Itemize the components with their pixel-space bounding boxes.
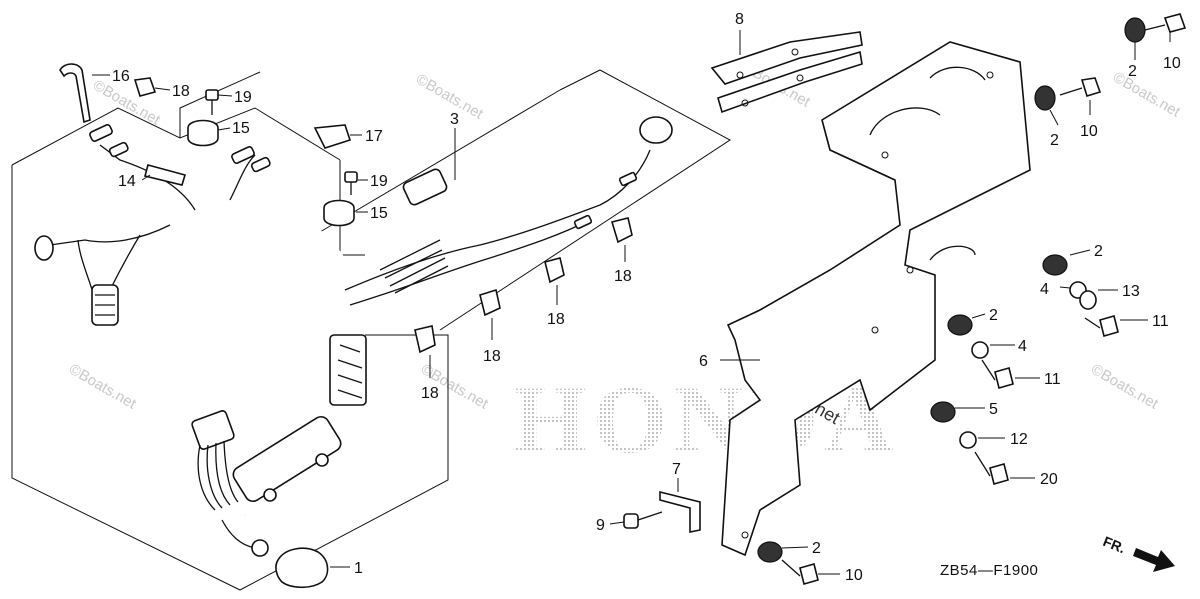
callout-17: 17	[365, 128, 383, 145]
part-6-cover	[721, 41, 1031, 557]
callout-10: 10	[1080, 123, 1098, 140]
part-16-clamp	[59, 63, 91, 124]
callout-18: 18	[421, 385, 439, 402]
callout-19: 19	[234, 89, 252, 106]
callout-2: 2	[1050, 132, 1059, 149]
part-15-grommets	[187, 119, 355, 227]
callout-2: 2	[1094, 243, 1103, 260]
part-1-cap	[275, 547, 329, 589]
watermark-text: ©Boats.net	[1110, 69, 1184, 121]
callout-15: 15	[370, 205, 388, 222]
callout-14: 14	[118, 173, 136, 190]
part-9-bolt	[623, 511, 663, 529]
callout-10: 10	[1163, 55, 1181, 72]
watermark-text: ©Boats.net	[66, 361, 140, 413]
callout-2: 2	[812, 540, 821, 557]
callout-2: 2	[989, 307, 998, 324]
fasteners	[757, 13, 1187, 585]
callout-4: 4	[1040, 281, 1049, 298]
callout-2: 2	[1128, 63, 1137, 80]
callout-18: 18	[547, 311, 565, 328]
callout-11: 11	[1152, 313, 1169, 330]
callout-15: 15	[232, 120, 250, 137]
callout-11: 11	[1044, 371, 1061, 388]
callout-13: 13	[1122, 283, 1140, 300]
diagram-code: ZB54—F1900	[940, 562, 1038, 579]
front-label: FR.	[1101, 533, 1128, 556]
part-8-bracket	[710, 31, 863, 114]
front-indicator: FR.	[1101, 533, 1175, 572]
callout-6: 6	[699, 353, 708, 370]
callout-18: 18	[172, 83, 190, 100]
callout-9: 9	[596, 517, 605, 534]
callout-3: 3	[450, 111, 459, 128]
callout-1: 1	[354, 560, 363, 577]
watermark-text: ©Boats.net	[1088, 361, 1162, 413]
callout-8: 8	[735, 11, 744, 28]
callout-16: 16	[112, 68, 130, 85]
callout-labels: 1 2 2 2 2 2 3 4 4 5 6 7 8 9 10 10 10 11 …	[112, 11, 1181, 584]
callout-20: 20	[1040, 471, 1058, 488]
part-18-clamps	[414, 217, 633, 354]
front-arrow-icon	[1133, 548, 1175, 572]
part-14-bracket	[144, 164, 187, 186]
part-7-bracket	[659, 490, 701, 533]
part-18-clip	[133, 77, 157, 97]
callout-5: 5	[989, 401, 998, 418]
callout-18: 18	[614, 268, 632, 285]
callout-18: 18	[483, 348, 501, 365]
leader-lines	[92, 30, 1171, 575]
callout-7: 7	[672, 461, 681, 478]
part-17-clip	[313, 124, 352, 149]
callout-12: 12	[1010, 431, 1028, 448]
callout-19: 19	[370, 173, 388, 190]
callout-4: 4	[1018, 338, 1027, 355]
callout-10: 10	[845, 567, 863, 584]
